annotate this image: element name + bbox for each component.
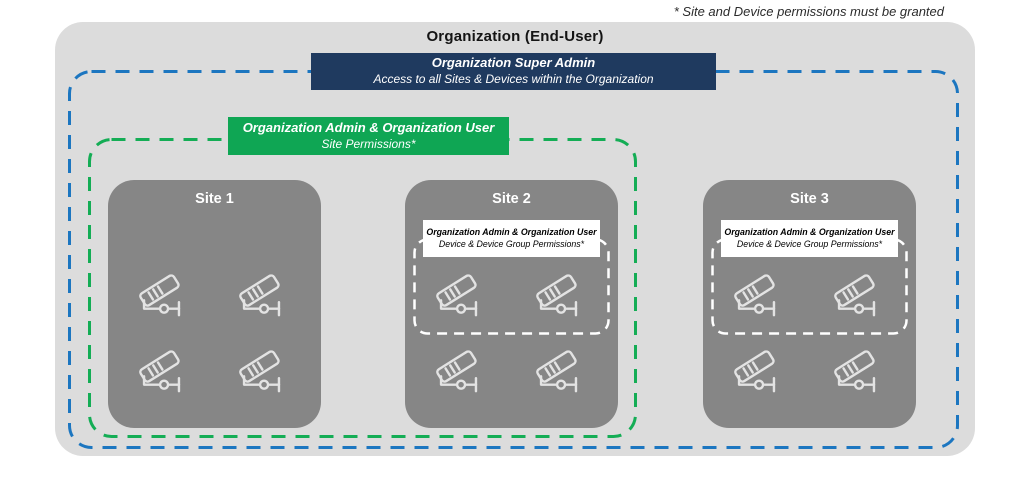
security-camera-icon — [733, 350, 787, 397]
device-permissions-label-title: Organization Admin & Organization User — [724, 226, 895, 237]
site-1-box: Site 1 — [108, 180, 321, 428]
super-admin-banner-title: Organization Super Admin — [431, 55, 596, 71]
device-permissions-label-subtitle: Device & Device Group Permissions* — [438, 238, 585, 249]
site-1-name: Site 1 — [195, 191, 234, 207]
site-3-box: Site 3 Organization Admin & Organization… — [703, 180, 916, 428]
security-camera-icon — [238, 274, 292, 321]
site-permissions-banner: Organization Admin & Organization User S… — [228, 117, 509, 155]
site-permissions-banner-title: Organization Admin & Organization User — [242, 119, 495, 135]
organization-title: Organization (End-User) — [426, 28, 604, 45]
super-admin-banner-subtitle: Access to all Sites & Devices within the… — [373, 72, 654, 87]
security-camera-icon — [833, 350, 887, 397]
device-permissions-label-subtitle: Device & Device Group Permissions* — [736, 238, 883, 249]
security-camera-icon — [138, 274, 192, 321]
device-permissions-boundary — [413, 238, 610, 335]
security-camera-icon — [733, 274, 787, 321]
site-3-name: Site 3 — [790, 191, 829, 207]
footnote: * Site and Device permissions must be gr… — [673, 4, 944, 19]
site-permissions-banner-subtitle: Site Permissions* — [321, 136, 416, 151]
security-camera-icon — [435, 350, 489, 397]
security-camera-icon — [833, 274, 887, 321]
site-2-name: Site 2 — [492, 191, 531, 207]
device-permissions-label: Organization Admin & Organization User D… — [423, 220, 600, 257]
site-2-box: Site 2 Organization Admin & Organization… — [405, 180, 618, 428]
security-camera-icon — [435, 274, 489, 321]
device-permissions-label-title: Organization Admin & Organization User — [426, 226, 597, 237]
device-permissions-boundary — [711, 238, 908, 335]
security-camera-icon — [138, 350, 192, 397]
device-permissions-label: Organization Admin & Organization User D… — [721, 220, 898, 257]
security-camera-icon — [535, 350, 589, 397]
security-camera-icon — [535, 274, 589, 321]
super-admin-banner: Organization Super Admin Access to all S… — [311, 53, 716, 90]
security-camera-icon — [238, 350, 292, 397]
